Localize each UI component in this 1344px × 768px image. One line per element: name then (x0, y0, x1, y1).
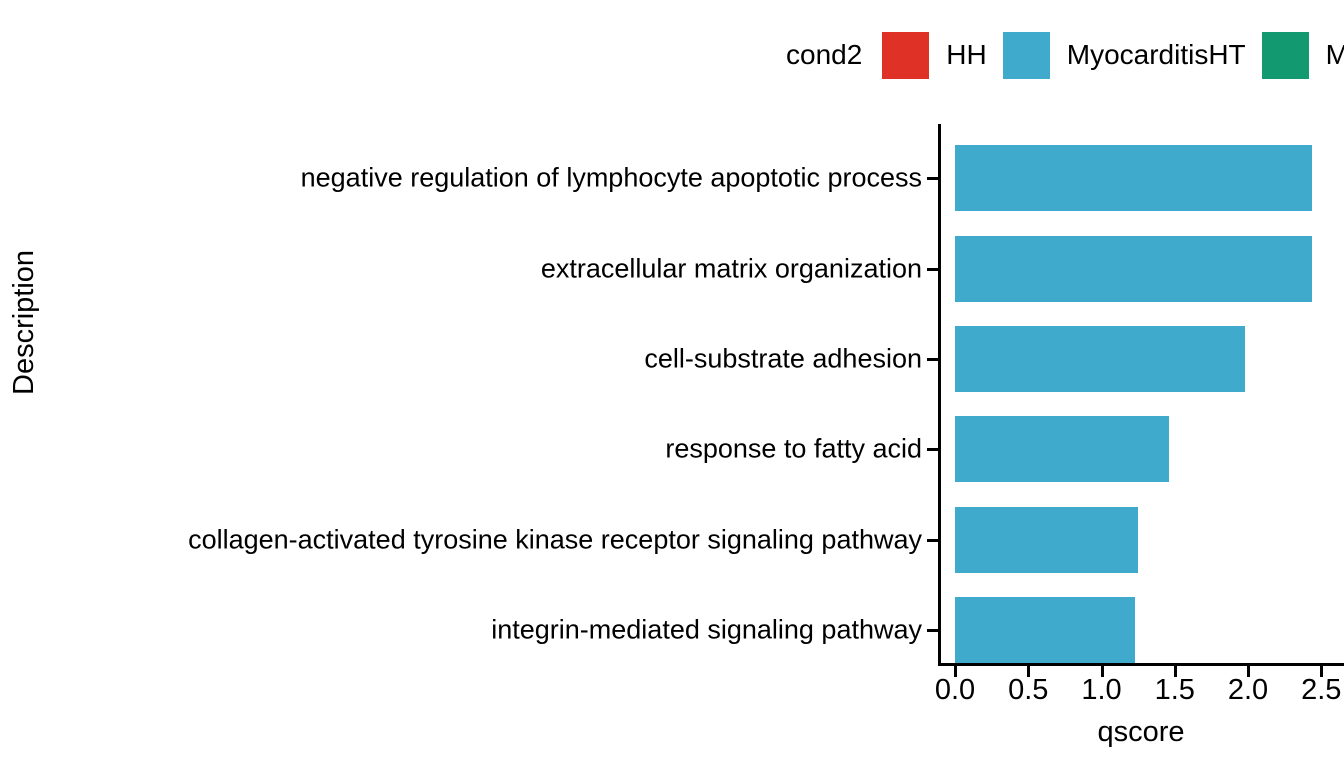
bar (955, 325, 1246, 392)
y-tick-label: cell-substrate adhesion (644, 343, 922, 374)
legend-entry-myocarditisht[interactable]: MyocarditisHT (1002, 31, 1246, 79)
x-tick-label: 1.5 (1154, 674, 1195, 706)
bar (955, 416, 1169, 483)
x-axis-tick (1173, 666, 1177, 677)
legend-entry-hh[interactable]: HH (882, 31, 987, 79)
y-tick-label: response to fatty acid (665, 433, 922, 464)
x-axis-tick (954, 666, 957, 677)
legend: cond2 HH MyocarditisHT My (786, 31, 1344, 79)
x-axis-title: qscore (1097, 716, 1185, 748)
y-tick-labels: negative regulation of lymphocyte apopto… (188, 162, 922, 645)
bar (955, 506, 1139, 573)
x-tick-label: 2.5 (1301, 674, 1342, 706)
legend-entry-third[interactable]: My (1261, 31, 1344, 79)
legend-swatch-third (1261, 31, 1309, 79)
legend-label-myocarditisht: MyocarditisHT (1066, 39, 1246, 70)
y-tick-label: negative regulation of lymphocyte apopto… (300, 162, 922, 193)
x-tick-label: 1.0 (1081, 674, 1122, 706)
x-axis-tick (1320, 666, 1324, 677)
x-axis-tick (1247, 666, 1250, 677)
y-axis-tick (927, 538, 938, 542)
x-axis-tick (1027, 666, 1031, 677)
x-tick-label: 2.0 (1227, 674, 1269, 706)
y-axis-tick (927, 628, 938, 632)
y-tick-label: integrin-mediated signaling pathway (491, 614, 922, 645)
x-tick-label: 0.0 (934, 674, 976, 706)
bar (955, 596, 1136, 663)
x-axis-tick (1100, 666, 1104, 677)
y-axis-tick (927, 177, 938, 181)
legend-title: cond2 (786, 39, 863, 70)
y-axis-tick (927, 357, 938, 361)
legend-swatch-hh (882, 31, 930, 79)
x-tick-label: 0.5 (1008, 674, 1049, 706)
legend-label-hh: HH (946, 39, 987, 70)
bar (955, 145, 1313, 212)
plot-panel (927, 124, 1344, 677)
y-tick-label: extracellular matrix organization (540, 253, 922, 283)
y-tick-label: collagen-activated tyrosine kinase recep… (188, 524, 922, 554)
y-axis-tick (927, 448, 938, 452)
y-axis-line (938, 124, 941, 666)
legend-label-third: My (1325, 39, 1344, 70)
legend-swatch-myocarditisht (1002, 31, 1050, 79)
x-axis-line (938, 663, 1344, 666)
y-axis-tick (927, 267, 938, 271)
bar (955, 235, 1313, 302)
